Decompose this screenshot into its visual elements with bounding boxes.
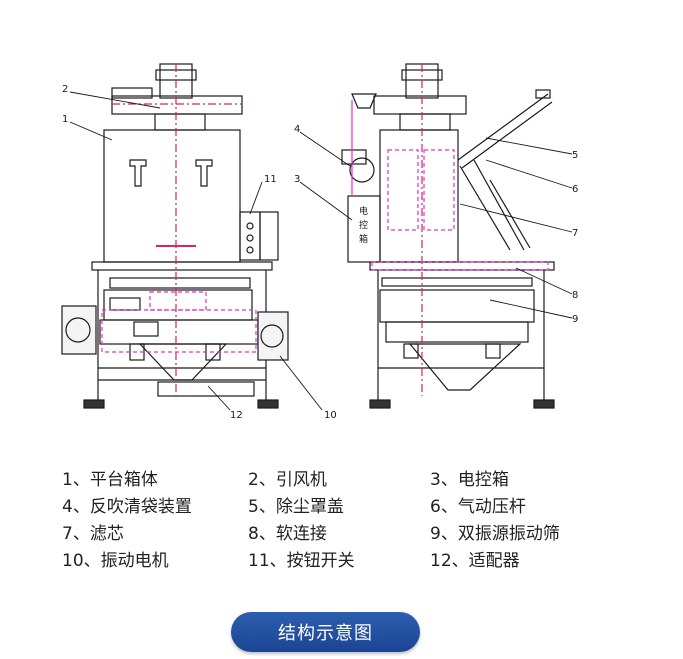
legend-item: 5、除尘罩盖 <box>248 497 344 517</box>
platform-box-left <box>103 129 241 263</box>
control-box-label: 电 控 箱 <box>359 205 368 245</box>
legend-item: 9、双振源振动筛 <box>430 524 560 544</box>
structure-drawing: 2 1 11 12 10 4 3 5 6 7 8 9 电 控 箱 <box>61 63 578 421</box>
callout-1: 1 <box>62 114 68 125</box>
legend-item: 7、滤芯 <box>62 524 124 544</box>
callout-12: 12 <box>230 410 243 421</box>
callout-8: 8 <box>572 290 578 301</box>
parts-legend: 1、平台箱体 2、引风机 3、电控箱 4、反吹清袋装置 5、除尘罩盖 6、气动压… <box>62 464 622 572</box>
callout-5: 5 <box>572 150 578 161</box>
callout-2: 2 <box>62 84 68 95</box>
legend-item: 11、按钮开关 <box>248 551 355 571</box>
callout-9: 9 <box>572 314 578 325</box>
vibration-motor-left <box>61 305 97 355</box>
callout-10: 10 <box>324 410 337 421</box>
caption-button[interactable]: 结构示意图 <box>231 612 420 652</box>
legend-item: 2、引风机 <box>248 470 327 490</box>
legend-row: 10、振动电机 11、按钮开关 12、适配器 <box>62 545 622 572</box>
callout-3: 3 <box>294 174 300 185</box>
legend-item: 12、适配器 <box>430 551 520 571</box>
legend-item: 8、软连接 <box>248 524 327 544</box>
legend-item: 10、振动电机 <box>62 551 169 571</box>
svg-text:电: 电 <box>359 205 368 217</box>
svg-text:控: 控 <box>359 219 368 231</box>
callout-11: 11 <box>264 174 277 185</box>
callout-4: 4 <box>294 124 300 135</box>
legend-item: 6、气动压杆 <box>430 497 526 517</box>
legend-item: 4、反吹清袋装置 <box>62 497 192 517</box>
callout-6: 6 <box>572 184 578 195</box>
legend-item: 1、平台箱体 <box>62 470 158 490</box>
fan-housing-left <box>111 95 243 115</box>
legend-row: 1、平台箱体 2、引风机 3、电控箱 <box>62 464 622 491</box>
legend-row: 4、反吹清袋装置 5、除尘罩盖 6、气动压杆 <box>62 491 622 518</box>
control-box-right <box>347 195 381 263</box>
legend-row: 7、滤芯 8、软连接 9、双振源振动筛 <box>62 518 622 545</box>
callout-7: 7 <box>572 228 578 239</box>
legend-item: 3、电控箱 <box>430 470 509 490</box>
svg-text:箱: 箱 <box>359 233 368 245</box>
